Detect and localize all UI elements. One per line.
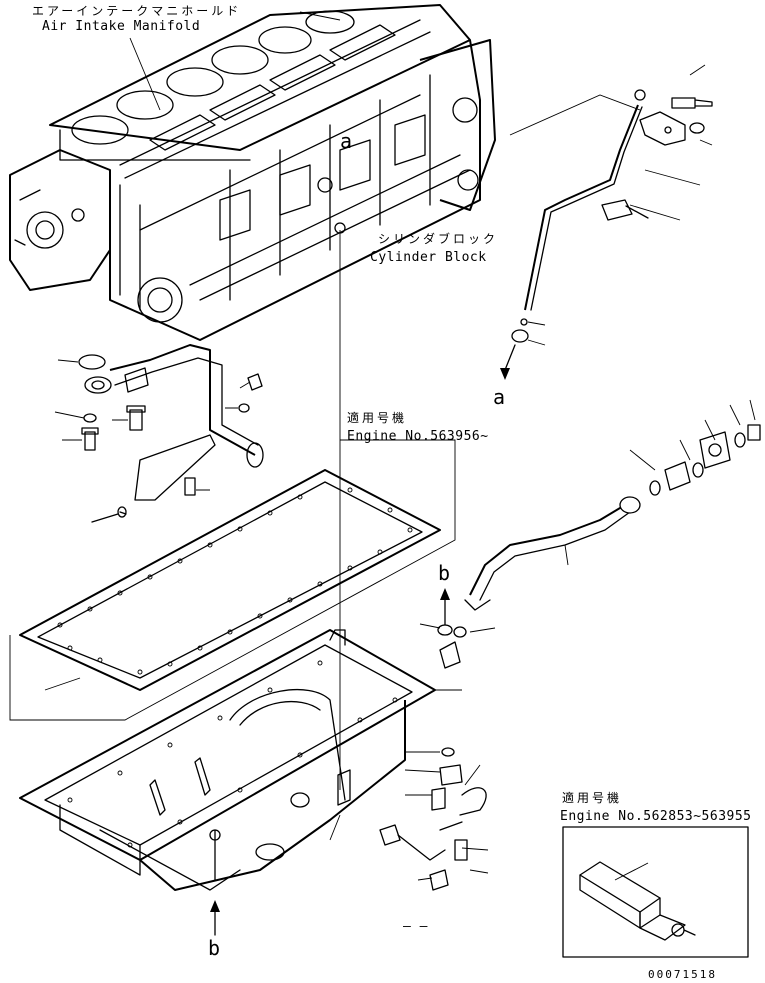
manifold-label-jp: エアーインテークマニホールド (32, 4, 241, 18)
block-label-en: Cylinder Block (370, 250, 487, 265)
ref-a-bottom: a (493, 385, 505, 409)
engine-range-2: Engine No.562853~563955 (560, 809, 752, 824)
oil-pan (19, 629, 436, 891)
dipstick-assembly (500, 64, 713, 380)
oil-pan-gasket (19, 469, 441, 691)
suction-pipe (54, 344, 264, 523)
engine-range-1: Engine No.563956~ (347, 429, 489, 444)
ref-a-top: a (340, 129, 352, 153)
block-label-jp: シリンダブロック (378, 231, 498, 246)
cylinder-block (9, 4, 496, 341)
manifold-label-en: Air Intake Manifold (42, 19, 200, 34)
oil-hose (419, 399, 761, 669)
ref-b-bottom: b (208, 936, 220, 960)
ref-b-top: b (438, 561, 450, 585)
oil-level-sensor (379, 747, 489, 891)
drawing-code: 00071518 (648, 968, 717, 981)
applicability-frame (9, 439, 456, 721)
applies-label-2: 適用号機 (562, 790, 622, 805)
dash-marks: – – (403, 919, 428, 934)
inset-detail (562, 826, 749, 958)
applies-label-1: 適用号機 (347, 410, 407, 425)
